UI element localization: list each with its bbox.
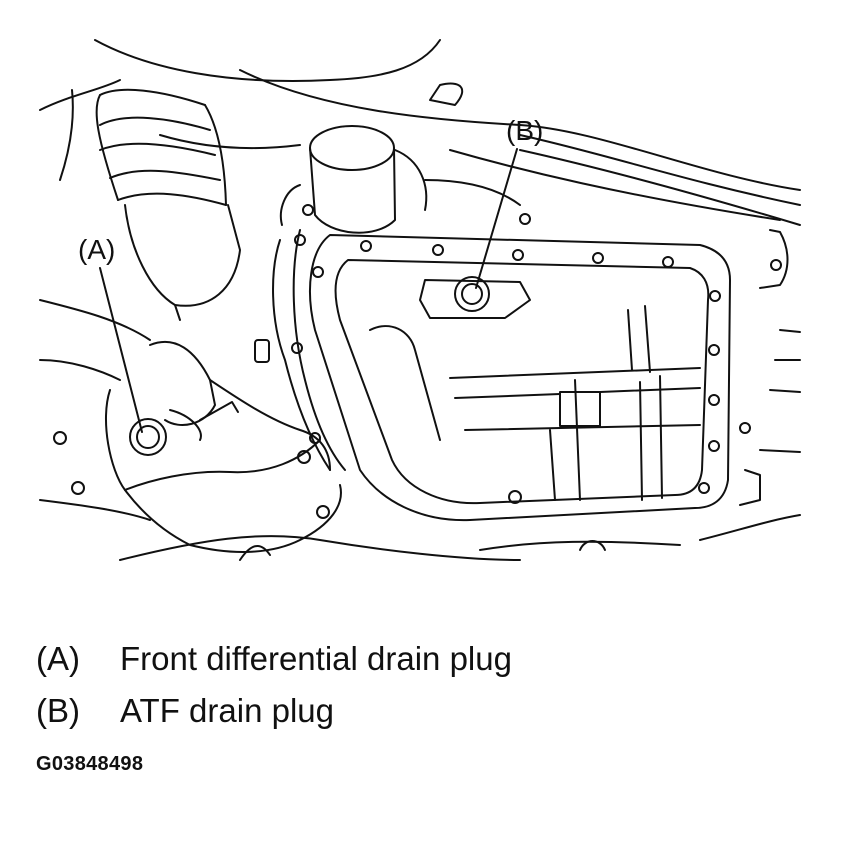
callout-a-label: (A) — [78, 234, 116, 265]
front-differential-drain-plug — [130, 419, 166, 455]
legend-label-b: ATF drain plug — [120, 691, 334, 729]
legend-row-a: (A) Front differential drain plug — [36, 632, 512, 684]
legend-key-b: (B) — [36, 691, 80, 729]
chassis-outline — [40, 40, 800, 560]
transmission-case — [273, 126, 520, 470]
atf-oil-pan — [310, 214, 750, 520]
figure-id: G03848498 — [36, 753, 144, 775]
callout-b-label: (B) — [506, 115, 544, 146]
callout-a-leader-line — [100, 268, 142, 432]
front-differential-housing — [106, 340, 341, 552]
transmission-underside-illustration — [0, 0, 841, 600]
legend-key-a: (A) — [36, 639, 80, 677]
cv-boot — [97, 90, 240, 320]
legend-row-b: (B) ATF drain plug — [36, 684, 512, 736]
legend-label-a: Front differential drain plug — [120, 639, 512, 677]
atf-drain-plug — [455, 277, 489, 311]
legend: (A) Front differential drain plug (B) AT… — [36, 632, 512, 736]
callout-b-leader-line — [476, 149, 517, 288]
